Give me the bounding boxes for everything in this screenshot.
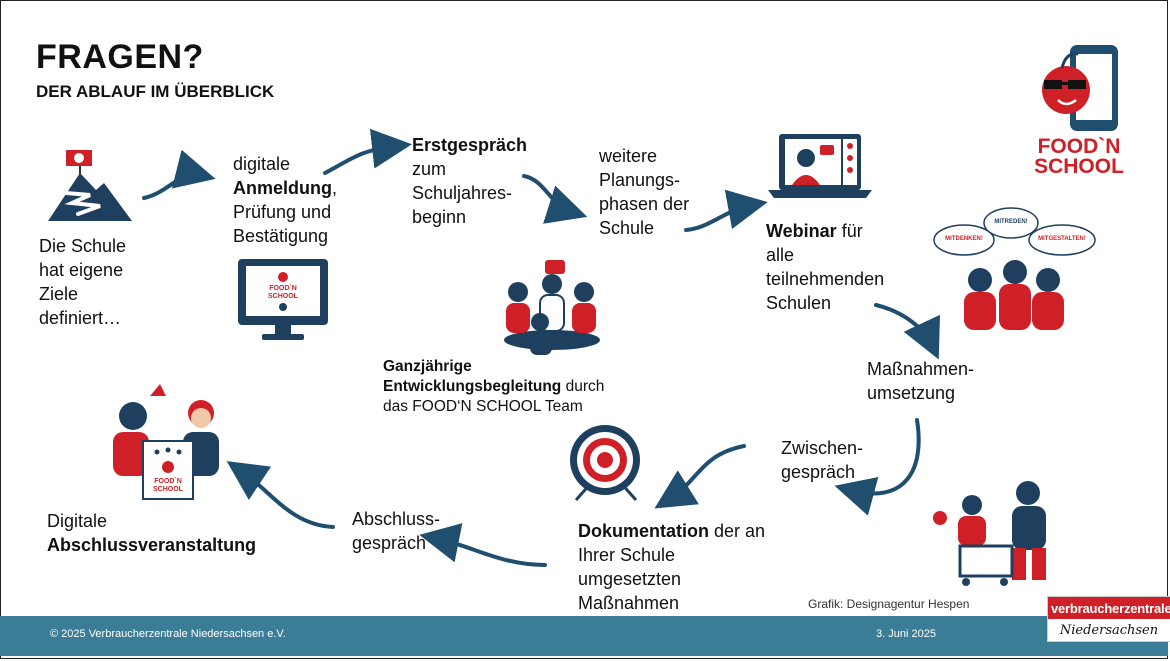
step-abschlussveranstaltung: Digitale Abschlussveranstaltung: [47, 509, 256, 557]
step-erstgespraech-line2: zum: [412, 159, 447, 179]
step-doku-line2: Ihrer Schule: [578, 545, 676, 565]
step-massnahmen-line1: Maßnahmen-: [867, 359, 975, 379]
step-planung-line1: weitere: [599, 146, 658, 166]
step-doku-line1: Dokumentation der an: [578, 519, 765, 543]
step-begleitung: Ganzjährige Entwicklungsbegleitung durch…: [383, 357, 604, 417]
step-abschlussgespraech: Abschluss- gespräch: [352, 507, 440, 555]
step-erstgespraech-line1: Erstgespräch: [412, 133, 527, 157]
step-abschlussgespraech-line2: gespräch: [352, 533, 427, 553]
arrow-doku-to-abschluss: [419, 523, 547, 567]
step-webinar-line1: Webinar für: [766, 219, 884, 243]
bubble-mitdenken: MITDENKEN!: [945, 236, 983, 242]
bubble-mitgestalten: MITGESTALTEN!: [1038, 236, 1086, 242]
poster-logo-line2: SCHOOL: [153, 486, 183, 493]
step-erstgespraech-line3: Schuljahres-: [412, 183, 513, 203]
step-start-line1: Die Schule: [39, 236, 127, 256]
step-zwischen: Zwischen- gespräch: [781, 436, 863, 484]
team-meeting-icon: [504, 260, 600, 355]
couple-certificate-icon: [113, 384, 219, 500]
step-anmeldung-bold: Anmeldung: [233, 178, 332, 198]
logo-line1: FOOD`N: [1037, 135, 1121, 158]
arrow-webinar-to-massnahmen: [874, 303, 940, 360]
step-erstgespraech-bold: Erstgespräch: [412, 135, 528, 155]
foodnschool-logo-text: FOOD`N SCHOOL: [1033, 135, 1125, 178]
footer-copyright: © 2025 Verbraucherzentrale Niedersachsen…: [50, 628, 286, 640]
step-erstgespraech: Erstgespräch zum Schuljahres- beginn: [412, 133, 527, 229]
step-begleitung-line2: Entwicklungsbegleitung durch: [383, 377, 604, 397]
step-begleitung-line1: Ganzjährige: [383, 357, 604, 377]
foodnschool-logo-icon: [1042, 45, 1118, 131]
step-anmeldung: digitale Anmeldung, Prüfung und Bestätig…: [233, 152, 337, 248]
step-abschlussveranstaltung-bold: Abschlussveranstaltung: [47, 535, 257, 555]
step-doku-line3: umgesetzten: [578, 569, 682, 589]
step-start-line4: definiert…: [39, 308, 122, 328]
step-doku-bold: Dokumentation: [578, 521, 710, 541]
step-start-line2: hat eigene: [39, 260, 124, 280]
step-doku-rest: der an: [709, 521, 766, 541]
arrow-anmeldung-to-erstgespraech: [323, 128, 412, 175]
step-planung-line2: Planungs-: [599, 170, 681, 190]
step-webinar-line4: Schulen: [766, 293, 832, 313]
poster-logo-text: FOOD`N SCHOOL: [146, 478, 190, 494]
step-anmeldung-comma: ,: [332, 178, 338, 198]
verbraucherzentrale-logo: verbraucherzentrale Niedersachsen: [1047, 596, 1170, 642]
step-anmeldung-line2: Anmeldung,: [233, 176, 337, 200]
monitor-logo-line1: FOOD`N: [269, 285, 297, 292]
arrow-abschluss-to-veranstaltung: [226, 461, 335, 529]
step-webinar: Webinar für alle teilnehmenden Schulen: [766, 219, 884, 315]
step-abschlussveranstaltung-line2: Abschlussveranstaltung: [47, 533, 256, 557]
step-massnahmen: Maßnahmen- umsetzung: [867, 357, 974, 405]
step-zwischen-line2: gespräch: [781, 462, 856, 482]
logo-line2: SCHOOL: [1034, 155, 1124, 178]
step-anmeldung-line1: digitale: [233, 154, 291, 174]
arrow-massnahmen-to-zwischen: [834, 418, 921, 516]
step-abschlussgespraech-line1: Abschluss-: [352, 509, 441, 529]
step-webinar-bold: Webinar: [766, 221, 837, 241]
vz-logo-bottom: Niedersachsen: [1059, 623, 1159, 638]
step-begleitung-rest: durch: [561, 378, 605, 395]
step-begleitung-bold2: Entwicklungsbegleitung: [383, 378, 562, 395]
arrow-zwischen-to-doku: [654, 444, 746, 509]
mountain-flag-icon: [48, 150, 132, 221]
monitor-logo-text: FOOD`N SCHOOL: [264, 285, 302, 301]
arrow-start-to-anmeldung: [142, 149, 216, 200]
bubble-mitreden: MITREDEN!: [994, 219, 1028, 225]
step-begleitung-bold1: Ganzjährige: [383, 358, 472, 375]
footer-date: 3. Juni 2025: [876, 628, 936, 640]
arrow-erstgespraech-to-planung: [522, 174, 588, 224]
step-start-line3: Ziele: [39, 284, 79, 304]
step-planung-line3: phasen der: [599, 194, 690, 214]
laptop-video-call-icon: [768, 134, 872, 198]
people-speech-bubbles-icon: [933, 207, 1096, 330]
graphic-credit: Grafik: Designagentur Hespen: [808, 597, 970, 611]
vz-logo-top: verbraucherzentrale: [1048, 597, 1170, 619]
step-zwischen-line1: Zwischen-: [781, 438, 864, 458]
family-shopping-cart-icon: [933, 481, 1046, 586]
monitor-icon: [238, 259, 328, 340]
target-icon: [570, 425, 640, 501]
step-webinar-line2: alle: [766, 245, 795, 265]
step-planung-line4: Schule: [599, 218, 655, 238]
step-webinar-rest: für: [836, 221, 863, 241]
poster-logo-line1: FOOD`N: [154, 478, 182, 485]
step-webinar-line3: teilnehmenden: [766, 269, 885, 289]
step-abschlussveranstaltung-line1: Digitale: [47, 511, 108, 531]
arrow-planung-to-webinar: [684, 189, 768, 232]
step-anmeldung-line3: Prüfung und: [233, 202, 332, 222]
footer-bar: © 2025 Verbraucherzentrale Niedersachsen…: [0, 616, 1168, 656]
step-massnahmen-line2: umsetzung: [867, 383, 956, 403]
monitor-logo-line2: SCHOOL: [268, 293, 298, 300]
step-begleitung-line3: das FOOD‘N SCHOOL Team: [383, 398, 583, 415]
step-doku: Dokumentation der an Ihrer Schule umgese…: [578, 519, 765, 615]
page-title: FRAGEN?: [36, 38, 204, 76]
step-anmeldung-line4: Bestätigung: [233, 226, 329, 246]
step-start: Die Schule hat eigene Ziele definiert…: [39, 234, 126, 330]
page-subtitle: DER ABLAUF IM ÜBERBLICK: [36, 82, 275, 101]
step-erstgespraech-line4: beginn: [412, 207, 467, 227]
step-planung: weitere Planungs- phasen der Schule: [599, 144, 689, 240]
step-doku-line4: Maßnahmen: [578, 593, 680, 613]
